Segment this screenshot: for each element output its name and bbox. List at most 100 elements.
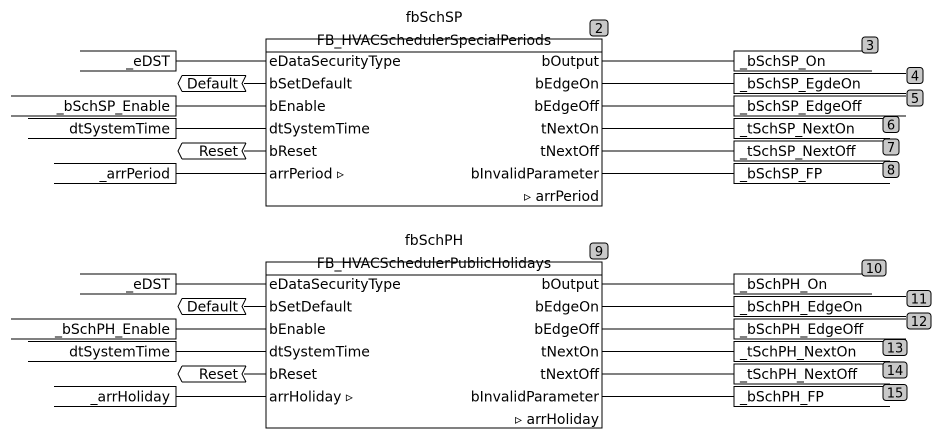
- execution-order-badge: 10: [861, 259, 887, 277]
- output-variable: _bSchSP_EdgeOff: [739, 99, 862, 115]
- execution-order-badge: 8: [882, 161, 900, 179]
- function-block-fbSchPH[interactable]: fbSchPHFB_HVACSchedulerPublicHolidays9eD…: [11, 233, 932, 429]
- execution-order-badge: 6: [882, 116, 900, 134]
- input-pin-5: arrPeriod ▹: [269, 167, 344, 183]
- execution-order-badge-label: 13: [887, 342, 904, 357]
- input-pin-4: bReset: [269, 367, 318, 383]
- execution-order-badge-label: 2: [595, 22, 603, 37]
- output-variable-box[interactable]: [733, 118, 890, 139]
- output-variable: _bSchPH_EdgeOff: [739, 322, 864, 338]
- output-variable-box[interactable]: [733, 50, 872, 72]
- output-pin-3: tNextOn: [541, 345, 599, 361]
- output-variable: _tSchPH_NextOff: [739, 367, 858, 383]
- execution-order-badge: 14: [882, 361, 908, 379]
- constant-input: Default: [187, 300, 239, 316]
- execution-order-badge-label: 5: [911, 92, 919, 107]
- output-pin-5: bInvalidParameter: [471, 390, 600, 406]
- input-pin-1: bSetDefault: [269, 77, 353, 93]
- output-variable: _bSchSP_On: [739, 54, 826, 70]
- execution-order-badge-box: [906, 89, 924, 107]
- output-variable: _bSchPH_FP: [739, 390, 824, 406]
- constant-input: Reset: [199, 367, 239, 383]
- input-pin-0: eDataSecurityType: [269, 54, 401, 70]
- output-variable-box[interactable]: [733, 95, 906, 117]
- constant-input-box[interactable]: [177, 365, 247, 383]
- output-variable-box[interactable]: [733, 73, 906, 94]
- output-pin-0: bOutput: [541, 277, 599, 293]
- execution-order-badge: 11: [906, 290, 932, 308]
- output-pin-3: tNextOn: [541, 122, 599, 138]
- output-pin-1: bEdgeOn: [535, 300, 599, 316]
- execution-order-badge-box: [589, 19, 609, 37]
- input-pin-2: bEnable: [269, 322, 326, 338]
- execution-order-badge-box: [906, 312, 932, 330]
- output-pin-4: tNextOff: [540, 367, 599, 383]
- execution-order-badge-box: [861, 259, 887, 277]
- input-pin-4: bReset: [269, 144, 318, 160]
- execution-order-badge: 2: [589, 19, 609, 37]
- execution-order-badge-box: [882, 116, 900, 133]
- execution-order-badge-label: 8: [887, 164, 895, 179]
- output-pin-0: bOutput: [541, 54, 599, 70]
- instance-name: fbSchSP: [406, 10, 463, 26]
- output-pin-5: bInvalidParameter: [471, 167, 600, 183]
- constant-input-box[interactable]: [177, 142, 247, 160]
- execution-order-badge-label: 15: [887, 387, 904, 402]
- output-variable-box[interactable]: [733, 341, 890, 362]
- execution-order-badge-box: [882, 384, 908, 401]
- block-body[interactable]: [265, 261, 603, 429]
- function-block-fbSchSP[interactable]: fbSchSP FB_HVACSchedulerSpecialPeriods 2 eD…: [11, 10, 924, 207]
- output-variable: _tSchPH_NextOn: [739, 345, 856, 361]
- output-variable-box[interactable]: [733, 163, 890, 184]
- output-variable-box[interactable]: [733, 363, 890, 385]
- output-pin-1: bEdgeOn: [535, 77, 599, 93]
- block-body[interactable]: [265, 38, 603, 207]
- execution-order-badge-box: [906, 290, 932, 307]
- input-pin-3: dtSystemTime: [269, 345, 370, 361]
- output-variable: _bSchSP_FP: [739, 167, 822, 183]
- execution-order-badge-box: [882, 361, 908, 379]
- output-pin-6: ▹ arrPeriod: [524, 189, 599, 205]
- execution-order-badge: 9: [589, 242, 609, 260]
- input-variable: dtSystemTime: [69, 345, 170, 361]
- input-variable: _eDST: [125, 54, 170, 70]
- execution-order-badge-box: [882, 138, 900, 156]
- output-variable-box[interactable]: [733, 318, 906, 340]
- constant-input: Default: [187, 77, 239, 93]
- execution-order-badge-label: 14: [887, 364, 904, 379]
- output-variable: _bSchSP_EgdeOn: [739, 77, 861, 93]
- execution-order-badge: 5: [906, 89, 924, 107]
- execution-order-badge-label: 10: [866, 262, 883, 277]
- execution-order-badge-label: 9: [595, 245, 603, 260]
- input-variable: _arrHoliday: [90, 390, 170, 406]
- block-type-name: FB_HVACSchedulerPublicHolidays: [317, 256, 551, 272]
- constant-input: Reset: [199, 144, 239, 160]
- input-pin-0: eDataSecurityType: [269, 277, 401, 293]
- execution-order-badge: 12: [906, 312, 932, 330]
- constant-input-box[interactable]: [177, 75, 247, 92]
- input-variable: dtSystemTime: [69, 122, 170, 138]
- execution-order-badge-box: [861, 36, 879, 54]
- output-pin-2: bEdgeOff: [534, 99, 599, 115]
- output-variable-box[interactable]: [733, 386, 890, 407]
- execution-order-badge-label: 12: [911, 315, 928, 330]
- input-variable: _arrPeriod: [99, 167, 171, 183]
- execution-order-badge: 15: [882, 384, 908, 402]
- execution-order-badge-box: [882, 161, 900, 178]
- output-variable-box[interactable]: [733, 140, 890, 162]
- execution-order-badge-box: [906, 67, 924, 84]
- execution-order-badge: 3: [861, 36, 879, 54]
- execution-order-badge-box: [589, 242, 609, 260]
- execution-order-badge-label: 3: [866, 39, 874, 54]
- output-variable-box[interactable]: [733, 296, 906, 317]
- block-type-name: FB_HVACSchedulerSpecialPeriods: [317, 33, 551, 49]
- output-variable: _tSchSP_NextOff: [739, 144, 856, 160]
- input-variable: _eDST: [125, 277, 170, 293]
- constant-input-box[interactable]: [177, 298, 247, 315]
- output-pin-4: tNextOff: [540, 144, 599, 160]
- output-variable-box[interactable]: [733, 273, 872, 295]
- input-pin-2: bEnable: [269, 99, 326, 115]
- input-variable: _bSchPH_Enable: [54, 322, 170, 338]
- output-pin-6: ▹ arrHoliday: [515, 412, 599, 428]
